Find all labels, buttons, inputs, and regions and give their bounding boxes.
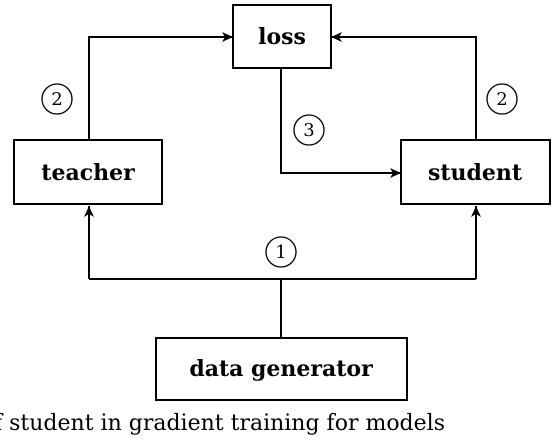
node-loss: loss (232, 4, 332, 69)
step-circle (293, 114, 325, 146)
loss-label: loss (258, 24, 306, 50)
generator-box (155, 337, 408, 401)
node-teacher: teacher (13, 139, 163, 205)
step-marker-2-right: 2 (486, 83, 518, 115)
step-number: 1 (275, 242, 286, 263)
arrow-teacher-to-loss (88, 32, 233, 140)
step-marker-3: 3 (293, 114, 325, 146)
step-marker-1: 1 (265, 236, 297, 268)
node-student: student (400, 139, 551, 205)
step-circle (265, 236, 297, 268)
step-circle (41, 83, 73, 115)
arrow-student-to-loss (331, 32, 477, 140)
teacher-box (13, 139, 163, 205)
step-number: 2 (51, 89, 62, 110)
step-marker-2-left: 2 (41, 83, 73, 115)
student-label: student (428, 160, 523, 186)
arrow-loss-to-student (280, 68, 401, 178)
node-data-generator: data generator (155, 337, 408, 401)
step-number: 3 (303, 120, 314, 141)
loss-box (232, 4, 332, 69)
student-box (400, 139, 551, 205)
figure-caption-fragment: f student in gradient training for model… (0, 411, 445, 436)
generator-label: data generator (189, 356, 373, 382)
connectors (84, 32, 481, 338)
teacher-label: teacher (41, 160, 135, 186)
step-circle (486, 83, 518, 115)
step-number: 2 (496, 89, 507, 110)
